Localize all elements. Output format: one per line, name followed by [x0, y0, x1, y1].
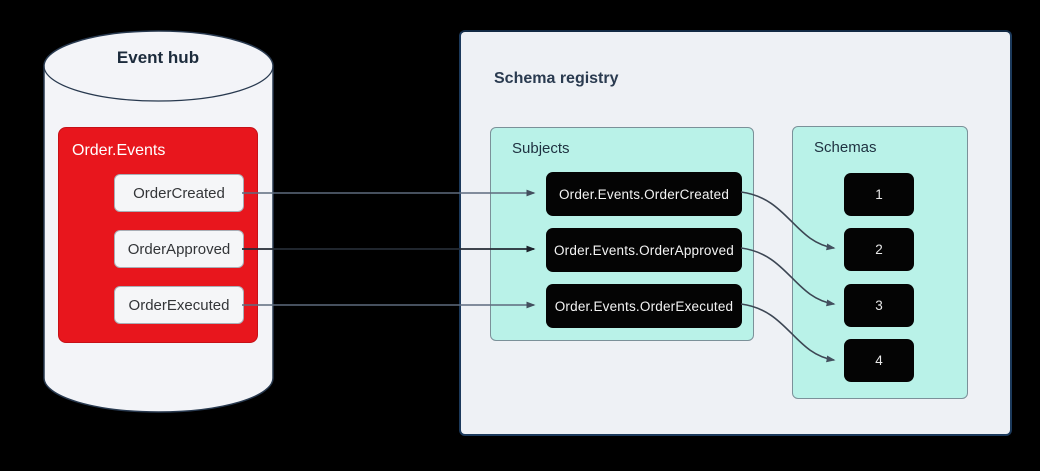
- schema-registry-title: Schema registry: [494, 70, 619, 87]
- subjects-title: Subjects: [512, 140, 570, 157]
- schema-node-2: 2: [844, 228, 914, 271]
- schemas-group: Schemas 1 2 3 4: [792, 126, 968, 399]
- schema-registry-panel: Schema registry Subjects Order.Events.Or…: [459, 30, 1012, 436]
- subject-node-orderexecuted: Order.Events.OrderExecuted: [546, 284, 742, 328]
- schema-node-3: 3: [844, 284, 914, 327]
- event-node-orderapproved: OrderApproved: [114, 230, 244, 268]
- schema-node-1: 1: [844, 173, 914, 216]
- schema-node-4: 4: [844, 339, 914, 382]
- subject-node-orderapproved: Order.Events.OrderApproved: [546, 228, 742, 272]
- event-hub-cylinder-rim: [43, 65, 274, 102]
- subjects-group: Subjects Order.Events.OrderCreated Order…: [490, 127, 754, 341]
- topic-label: Order.Events: [72, 142, 166, 159]
- schemas-title: Schemas: [814, 139, 877, 156]
- event-node-orderexecuted: OrderExecuted: [114, 286, 244, 324]
- event-node-ordercreated: OrderCreated: [114, 174, 244, 212]
- topic-order-events: Order.Events OrderCreated OrderApproved …: [58, 127, 258, 343]
- subject-node-ordercreated: Order.Events.OrderCreated: [546, 172, 742, 216]
- event-hub-title: Event hub: [116, 48, 200, 67]
